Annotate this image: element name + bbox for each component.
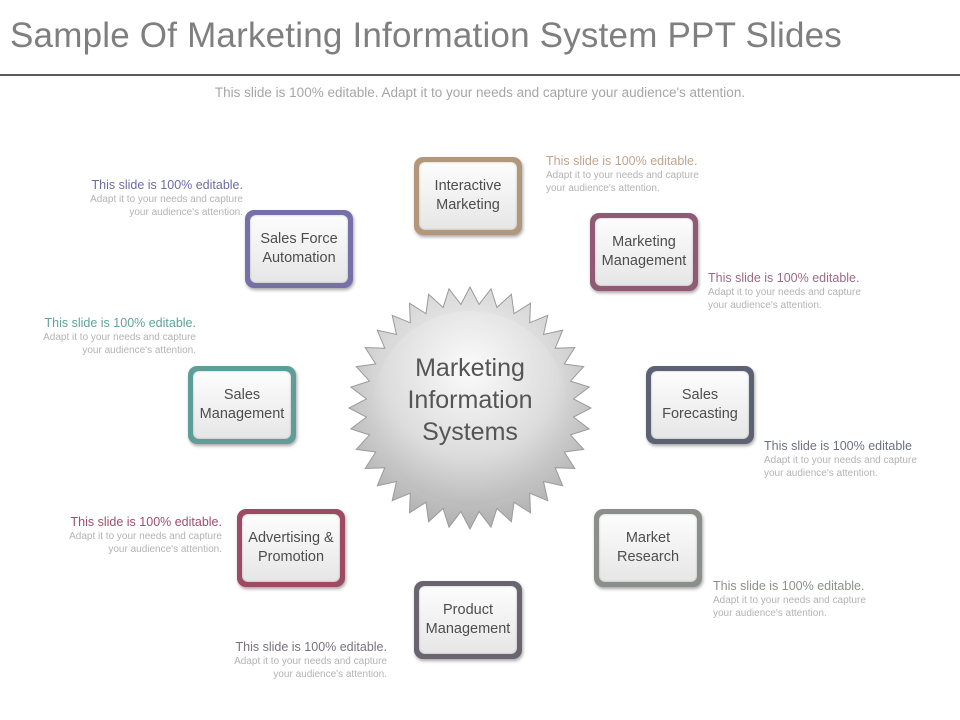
note-heading: This slide is 100% editable. (546, 154, 698, 168)
note-body: Adapt it to your needs and capture your … (708, 287, 861, 311)
node-marketing-management[interactable]: Marketing Management (590, 213, 698, 291)
note-marketing-management: This slide is 100% editable. Adapt it to… (708, 271, 908, 312)
node-label: Market Research (599, 514, 697, 582)
note-sales-forecasting: This slide is 100% editable Adapt it to … (764, 439, 960, 480)
note-heading: This slide is 100% editable. (44, 316, 196, 330)
node-sales-forecasting[interactable]: Sales Forecasting (646, 366, 754, 444)
node-label: Advertising & Promotion (242, 514, 340, 582)
node-sales-force-automation[interactable]: Sales Force Automation (245, 210, 353, 288)
note-heading: This slide is 100% editable. (708, 271, 860, 285)
note-sales-management: This slide is 100% editable. Adapt it to… (0, 316, 196, 357)
note-interactive-marketing: This slide is 100% editable. Adapt it to… (546, 154, 746, 195)
note-heading: This slide is 100% editable (764, 439, 912, 453)
center-starburst (347, 285, 593, 531)
node-market-research[interactable]: Market Research (594, 509, 702, 587)
note-product-management: This slide is 100% editable. Adapt it to… (187, 640, 387, 681)
note-body: Adapt it to your needs and capture your … (764, 455, 917, 479)
note-body: Adapt it to your needs and capture your … (234, 656, 387, 680)
note-heading: This slide is 100% editable. (713, 579, 865, 593)
node-label: Interactive Marketing (419, 162, 517, 230)
note-body: Adapt it to your needs and capture your … (713, 595, 866, 619)
note-advertising-promotion: This slide is 100% editable. Adapt it to… (22, 515, 222, 556)
node-label: Marketing Management (595, 218, 693, 286)
slide-subtitle: This slide is 100% editable. Adapt it to… (214, 85, 746, 100)
node-label: Product Management (419, 586, 517, 654)
note-body: Adapt it to your needs and capture your … (43, 332, 196, 356)
note-body: Adapt it to your needs and capture your … (69, 531, 222, 555)
note-heading: This slide is 100% editable. (235, 640, 387, 654)
note-sales-force-automation: This slide is 100% editable. Adapt it to… (43, 178, 243, 219)
node-label: Sales Management (193, 371, 291, 439)
node-product-management[interactable]: Product Management (414, 581, 522, 659)
note-market-research: This slide is 100% editable. Adapt it to… (713, 579, 913, 620)
note-body: Adapt it to your needs and capture your … (546, 170, 699, 194)
starburst-inner-disc (373, 311, 567, 505)
note-heading: This slide is 100% editable. (91, 178, 243, 192)
node-label: Sales Force Automation (250, 215, 348, 283)
title-divider (0, 74, 960, 76)
node-interactive-marketing[interactable]: Interactive Marketing (414, 157, 522, 235)
slide-title: Sample Of Marketing Information System P… (10, 16, 842, 55)
node-advertising-promotion[interactable]: Advertising & Promotion (237, 509, 345, 587)
center-label: Marketing Information Systems (407, 354, 533, 446)
note-body: Adapt it to your needs and capture your … (90, 194, 243, 218)
node-label: Sales Forecasting (651, 371, 749, 439)
note-heading: This slide is 100% editable. (70, 515, 222, 529)
node-sales-management[interactable]: Sales Management (188, 366, 296, 444)
